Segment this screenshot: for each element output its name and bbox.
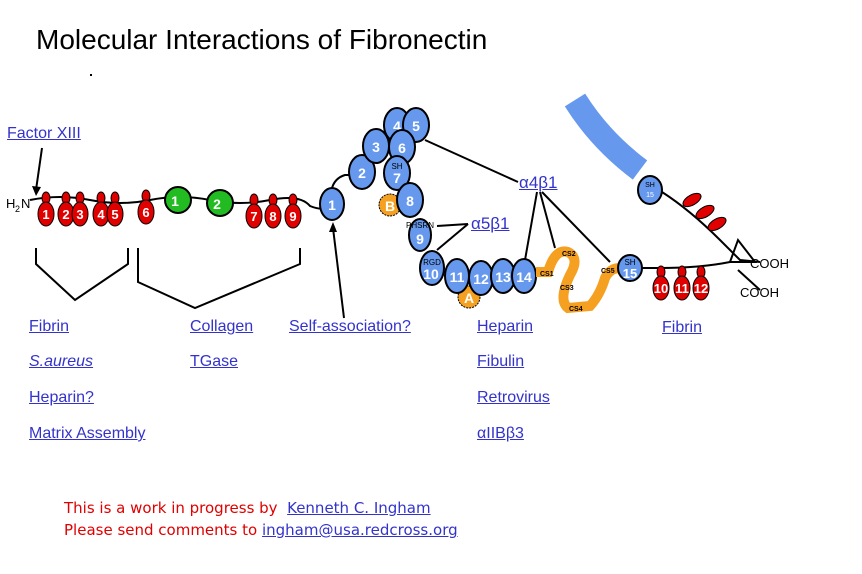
binding-retrovirus-link[interactable]: Retrovirus: [477, 389, 550, 406]
author-link[interactable]: Kenneth C. Ingham: [287, 499, 431, 517]
svg-text:2: 2: [62, 207, 69, 222]
binding-heparin-link[interactable]: Heparin: [477, 318, 534, 335]
type1-cterm-group: 10 11 12: [652, 265, 710, 301]
svg-text:15: 15: [646, 192, 654, 199]
svg-text:5: 5: [412, 118, 420, 134]
alpha5beta1-link[interactable]: α5β1: [471, 214, 510, 233]
binding-saureus-link[interactable]: S.aureus: [29, 353, 94, 370]
svg-text:6: 6: [142, 205, 149, 220]
type1-module-5: 5: [106, 191, 124, 227]
alpha4beta1-link[interactable]: α4β1: [519, 173, 558, 192]
cooh-label-1: COOH: [750, 256, 789, 271]
type1-module-9: 9: [284, 193, 302, 229]
svg-text:7: 7: [393, 170, 401, 186]
svg-text:9: 9: [289, 209, 296, 224]
type1-module-3: 3: [71, 191, 89, 227]
svg-text:1: 1: [328, 197, 336, 213]
svg-text:2: 2: [15, 204, 20, 214]
cooh-label-2: COOH: [740, 285, 779, 300]
svg-text:CS3: CS3: [560, 285, 574, 292]
svg-text:9: 9: [416, 231, 424, 247]
bracket-nterm: [35, 248, 129, 302]
factor-xiii-arrow: [35, 147, 43, 191]
type1-module-2: 2: [57, 191, 75, 227]
binding-aiib3-link[interactable]: αIIBβ3: [477, 425, 524, 442]
svg-text:SH: SH: [391, 162, 402, 171]
svg-text:8: 8: [269, 209, 276, 224]
type3-module-8: [396, 182, 424, 218]
svg-text:2: 2: [213, 196, 221, 212]
type1-module-8: 8: [264, 193, 282, 229]
page-title: Molecular Interactions of Fibronectin: [36, 24, 488, 55]
factor-xiii-link[interactable]: Factor XIII: [7, 125, 81, 142]
svg-text:CS5: CS5: [601, 268, 615, 275]
svg-text:5: 5: [111, 207, 118, 222]
iiics-segment: [536, 246, 621, 314]
svg-text:3: 3: [372, 139, 380, 155]
svg-text:13: 13: [495, 269, 511, 285]
svg-text:10: 10: [423, 266, 439, 282]
decorative-dot: [90, 74, 92, 76]
type3-module-9: [408, 218, 432, 252]
svg-text:3: 3: [76, 207, 83, 222]
footer-line-2: Please send comments to ingham@usa.redcr…: [64, 521, 458, 539]
svg-text:8: 8: [406, 193, 414, 209]
type3-module-7: [383, 155, 411, 191]
binding-heparin-q-link[interactable]: Heparin?: [29, 389, 94, 406]
footer-text-2: Please send comments to: [64, 521, 258, 539]
type1-cterm-module-12: 12: [692, 265, 710, 301]
svg-text:6: 6: [398, 140, 406, 156]
svg-text:15: 15: [623, 266, 637, 281]
svg-text:B: B: [385, 198, 395, 214]
type1-cterm-module-10: 10: [652, 265, 670, 301]
type3-module-10: [419, 250, 445, 286]
svg-text:10: 10: [654, 281, 668, 296]
svg-text:A: A: [464, 290, 474, 306]
svg-text:N: N: [21, 196, 30, 211]
svg-text:PHSRN: PHSRN: [406, 221, 434, 230]
type1-module-6: 6: [137, 189, 155, 225]
svg-text:14: 14: [516, 269, 532, 285]
svg-text:1: 1: [171, 193, 179, 209]
binding-fibrin-link[interactable]: Fibrin: [29, 318, 70, 335]
bracket-collagen: [137, 248, 301, 310]
footer-text-1: This is a work in progress by: [64, 499, 278, 517]
svg-text:12: 12: [473, 271, 489, 287]
binding-collagen-link[interactable]: Collagen: [190, 318, 254, 335]
svg-text:4: 4: [97, 207, 105, 222]
email-link[interactable]: ingham@usa.redcross.org: [261, 521, 458, 539]
binding-self-association-link[interactable]: Self-association?: [289, 318, 411, 335]
binding-tgase-link[interactable]: TGase: [190, 353, 239, 370]
type1-cterm-module-11: 11: [673, 265, 691, 301]
svg-text:SH: SH: [645, 182, 655, 189]
svg-text:CS2: CS2: [562, 251, 576, 258]
svg-text:2: 2: [358, 165, 366, 181]
type3-module-2: [348, 154, 376, 190]
type1-module-1: 1: [37, 191, 55, 227]
svg-text:1: 1: [42, 207, 49, 222]
svg-text:4: 4: [393, 118, 401, 134]
svg-text:12: 12: [694, 281, 708, 296]
svg-text:RGD: RGD: [423, 258, 441, 267]
dimer-chain: [564, 93, 648, 180]
svg-text:CS4: CS4: [569, 306, 583, 313]
svg-text:CS1: CS1: [540, 271, 554, 278]
svg-text:7: 7: [250, 209, 257, 224]
type2-module-2: 2: [206, 189, 234, 217]
type1-module-7: 7: [245, 193, 263, 229]
h2n-label: H: [6, 196, 15, 211]
svg-text:11: 11: [450, 269, 465, 285]
binding-fibulin-link[interactable]: Fibulin: [477, 353, 525, 370]
binding-fibrin-cterm-link[interactable]: Fibrin: [662, 319, 703, 336]
svg-text:11: 11: [675, 281, 689, 296]
type1-module-4: 4: [92, 191, 110, 227]
footer-line-1: This is a work in progress by Kenneth C.…: [64, 499, 431, 517]
svg-text:SH: SH: [624, 258, 635, 267]
binding-matrix-assembly-link[interactable]: Matrix Assembly: [29, 425, 146, 442]
type2-module-1: 1: [164, 186, 192, 214]
